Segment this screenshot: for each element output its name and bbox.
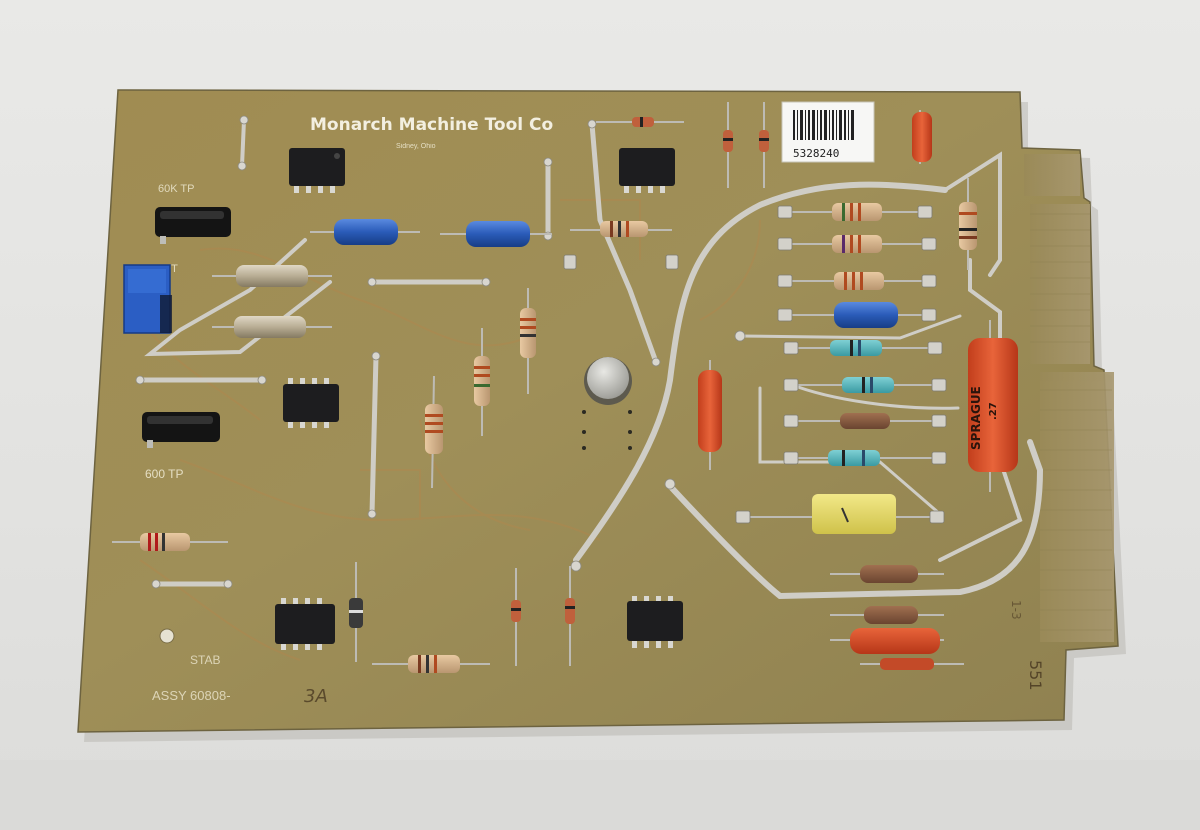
barcode-number: 5328240 xyxy=(793,147,839,160)
underside-traces xyxy=(129,199,761,661)
solder-traces xyxy=(137,118,1044,600)
mounting-hole xyxy=(159,628,175,644)
test-point-60k xyxy=(155,207,231,244)
manufacturer-location: Sidney, Ohio xyxy=(396,143,436,150)
test-point-600 xyxy=(142,412,220,448)
resistor-brown xyxy=(840,413,918,624)
label-60k-tp: 60K TP xyxy=(158,183,195,195)
edge-connector xyxy=(1024,154,1114,642)
label-edge-marks: 1-3 xyxy=(1009,600,1023,620)
electrolytic-capacitor-1 xyxy=(334,219,398,245)
sprague-label: SPRAGUE xyxy=(969,386,983,450)
electrolytic-capacitor-2 xyxy=(466,221,530,247)
sprague-value: .27 xyxy=(988,402,999,420)
electrolytic-capacitor-3 xyxy=(834,302,898,328)
transistor-can xyxy=(582,357,632,450)
resistor-tan-h xyxy=(140,203,884,673)
ic-chip-4 xyxy=(275,598,335,650)
ic-chip-5 xyxy=(627,596,683,648)
ic-chip-2 xyxy=(619,148,675,193)
resistor-teal xyxy=(828,340,894,466)
resistor-red xyxy=(698,112,940,670)
label-assembly: ASSY 60808- xyxy=(152,688,231,703)
trim-potentiometer xyxy=(123,264,172,334)
label-edge-handwritten: 551 xyxy=(1026,660,1045,691)
sprague-capacitor: SPRAGUE .27 xyxy=(968,338,1018,472)
barcode-label: 5328240 xyxy=(781,101,875,163)
label-stab: STAB xyxy=(190,653,220,667)
yellow-film-capacitor xyxy=(812,494,896,534)
manufacturer-title: Monarch Machine Tool Co xyxy=(310,115,553,135)
metal-resistor-2 xyxy=(234,316,306,338)
metal-resistor-1 xyxy=(236,265,308,287)
ic-chip-1 xyxy=(289,148,345,193)
ic-chip-3 xyxy=(283,378,339,428)
label-600-tp: 600 TP xyxy=(145,467,183,481)
diodes xyxy=(349,117,769,628)
resistor-tan-v xyxy=(425,202,977,454)
label-assembly-handwritten: 3A xyxy=(304,686,328,707)
